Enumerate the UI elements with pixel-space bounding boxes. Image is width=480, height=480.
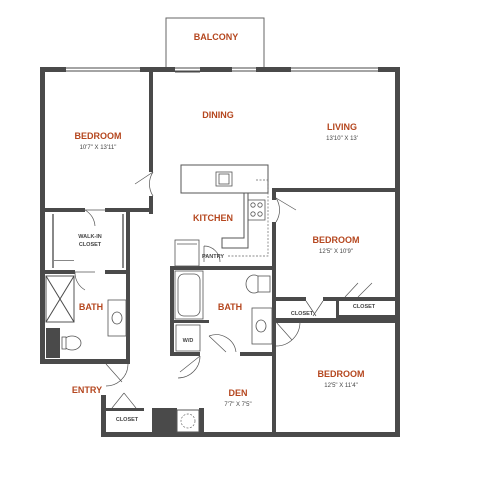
interior-walls (45, 72, 395, 432)
entry-door (105, 363, 137, 409)
walkin-door (52, 209, 124, 268)
dining-label: DINING (202, 110, 234, 120)
bedroom3-dims: 12'5" X 11'4" (324, 383, 357, 389)
balcony-label: BALCONY (194, 32, 239, 42)
closet-hall-label: CLOSET (291, 311, 314, 317)
bedroom1-door (134, 171, 154, 197)
bedroom2-door (275, 197, 373, 298)
balcony-outline (165, 17, 265, 69)
walkin-label-2: CLOSET (79, 242, 102, 248)
bedroom1-label: BEDROOM (75, 131, 122, 141)
living-dims: 13'10" X 13' (326, 136, 358, 142)
living-label: LIVING (327, 122, 357, 132)
entry-label: ENTRY (72, 385, 102, 395)
bedroom3-label: BEDROOM (318, 369, 365, 379)
wd-label: W/D (183, 338, 194, 344)
exterior-walls (40, 67, 400, 437)
kitchen-counters (174, 164, 269, 267)
bath2-fixtures (174, 270, 273, 379)
bedroom2-label: BEDROOM (313, 235, 360, 245)
bath1-label: BATH (79, 302, 103, 312)
bedroom3-door (275, 321, 301, 347)
den-dims: 7'7" X 7'5" (224, 402, 251, 408)
bedroom2-dims: 12'5" X 10'9" (319, 249, 353, 255)
closet-bed2-label: CLOSET (353, 304, 376, 310)
hall-closet-door (305, 300, 324, 317)
walkin-label-1: WALK-IN (78, 234, 102, 240)
bath2-label: BATH (218, 302, 242, 312)
kitchen-label: KITCHEN (193, 213, 233, 223)
bedroom1-dims: 10'7" X 13'11" (80, 145, 117, 151)
water-heater (176, 409, 200, 433)
pantry-label: PANTRY (202, 254, 224, 260)
bath1-fixtures (45, 271, 127, 358)
closet-entry-label: CLOSET (116, 417, 139, 423)
den-label: DEN (228, 388, 247, 398)
